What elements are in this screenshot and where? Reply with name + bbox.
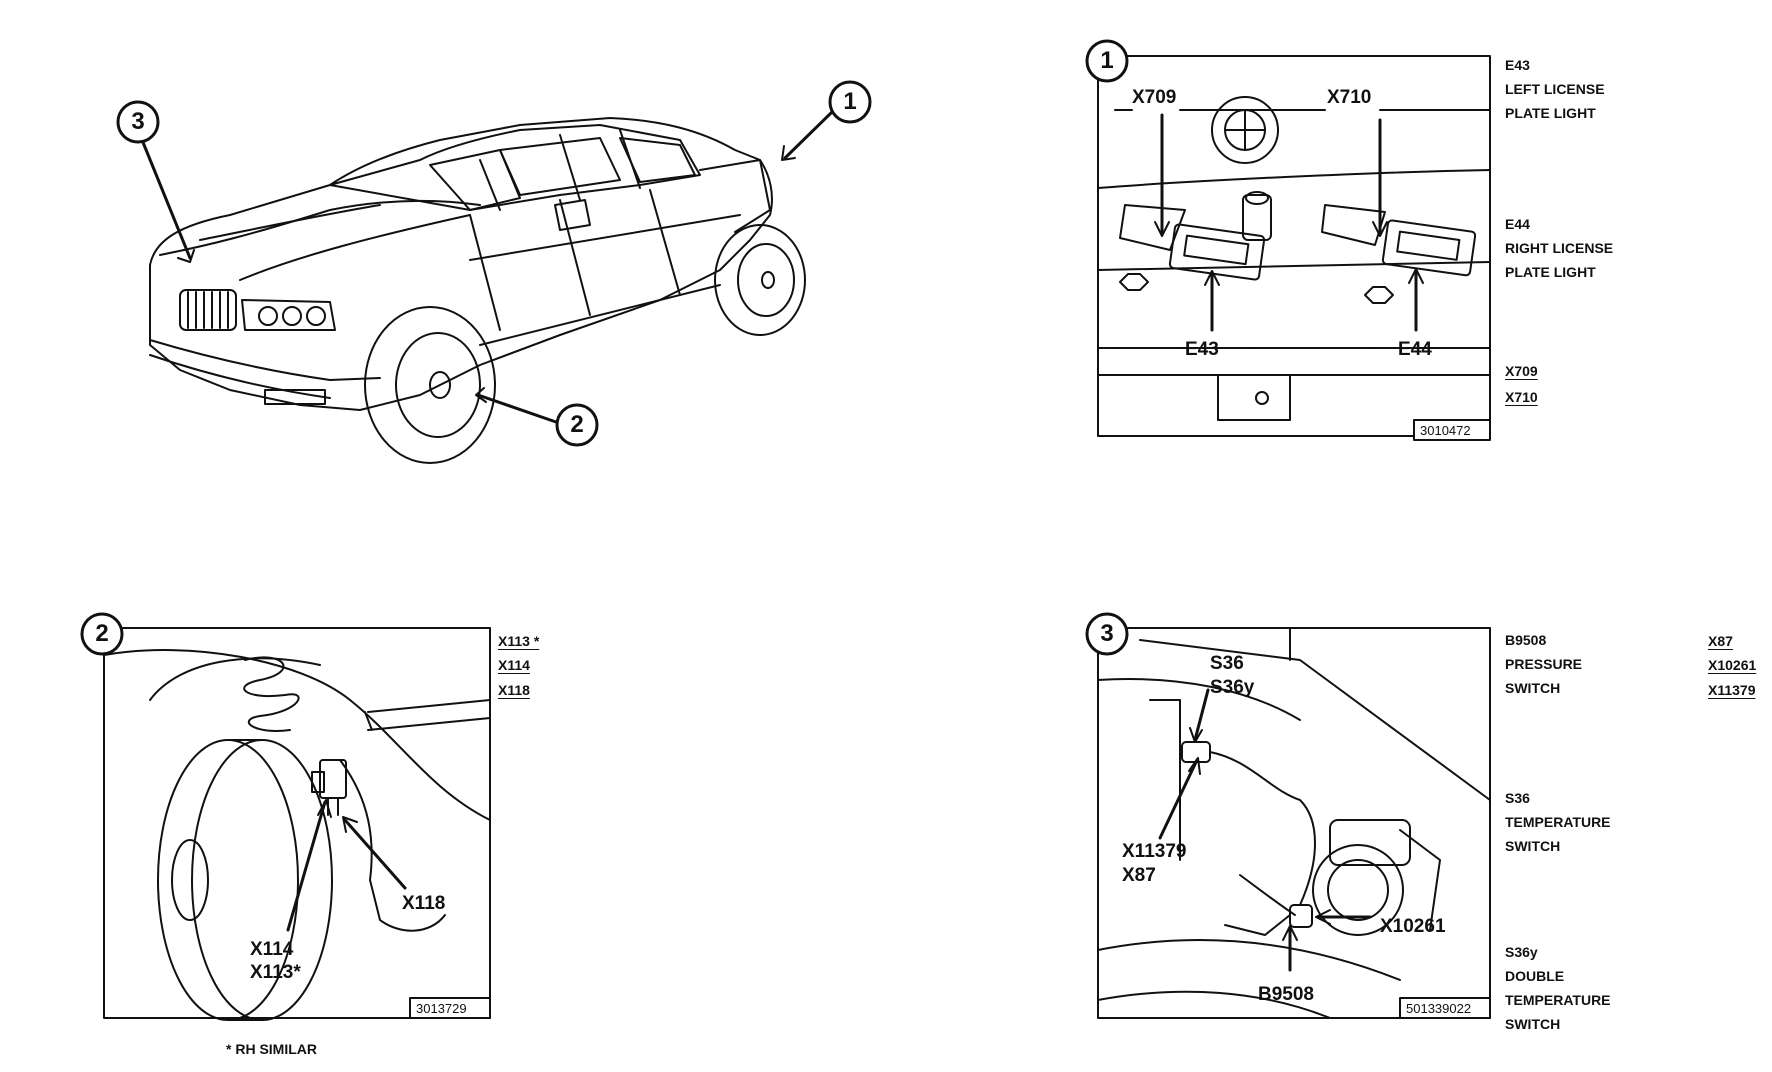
connector-x11379: X11379 (1708, 682, 1756, 698)
panel-3-callout-number: 3 (1100, 620, 1114, 647)
label-x87: X87 (1122, 865, 1156, 886)
label-x710: X710 (1327, 87, 1372, 108)
car-illustration (136, 110, 834, 464)
connector-x118: X118 (498, 682, 530, 698)
label-e44: E44 (1398, 339, 1432, 360)
label-b9508: B9508 (1258, 984, 1314, 1005)
label-s36: S36 (1210, 653, 1244, 674)
connector-x87: X87 (1708, 633, 1733, 649)
panel-2-ref-number: 3013729 (416, 1001, 467, 1016)
panel-1-ref-number: 3010472 (1420, 423, 1471, 438)
connector-x10261: X10261 (1708, 657, 1757, 673)
label-x11379: X11379 (1122, 841, 1187, 862)
legend-s36: S36 TEMPERATURE SWITCH (1505, 790, 1611, 854)
label-x10261: X10261 (1380, 916, 1446, 937)
panel-3-artwork (1097, 627, 1491, 1019)
label-x113: X113* (250, 962, 301, 983)
connector-x113: X113 * (498, 633, 540, 649)
label-x118: X118 (402, 893, 446, 914)
panel-3-ref-number: 501339022 (1406, 1001, 1472, 1016)
callout-2-circle (555, 403, 599, 447)
panel-1-callout-number: 1 (1100, 47, 1114, 74)
footnote-rh-similar: * RH SIMILAR (226, 1041, 317, 1057)
panel-2-callout-circle (80, 612, 124, 656)
connector-x710: X710 (1505, 389, 1538, 405)
panel-1-artwork (1097, 55, 1491, 441)
panel-2-callout-number: 2 (95, 620, 109, 647)
panel-3-callout-circle (1085, 612, 1129, 656)
panel-1-callout-circle (1085, 39, 1129, 83)
callout-1-number: 1 (843, 88, 857, 115)
callout-3-circle (116, 100, 160, 144)
label-e43: E43 (1185, 339, 1219, 360)
panel-2-artwork (103, 627, 491, 1021)
label-x709: X709 (1132, 87, 1177, 108)
connector-x114: X114 (498, 657, 530, 673)
connector-x709: X709 (1505, 363, 1538, 379)
legend-s36y: S36y DOUBLE TEMPERATURE SWITCH (1505, 944, 1611, 1032)
callout-3-number: 3 (131, 108, 145, 135)
legend-e44: E44 RIGHT LICENSE PLATE LIGHT (1505, 216, 1614, 280)
callout-2-number: 2 (570, 411, 584, 438)
legend-b9508: B9508 PRESSURE SWITCH (1505, 632, 1583, 696)
label-s36y: S36y (1210, 677, 1255, 698)
callout-1-circle (828, 80, 872, 124)
label-x114: X114 (250, 939, 294, 960)
legend-e43: E43 LEFT LICENSE PLATE LIGHT (1505, 57, 1605, 121)
